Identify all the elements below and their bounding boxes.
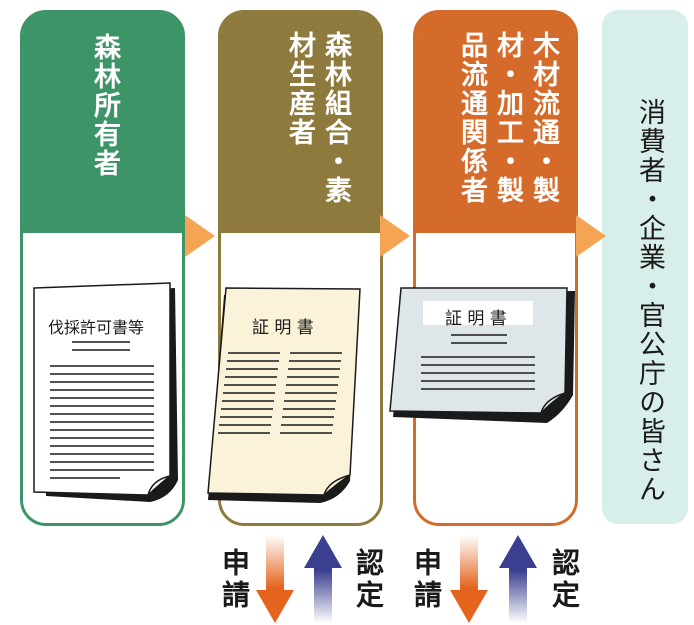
stage-consumer-label: 消費者・企業・官公庁の皆さん xyxy=(634,98,665,504)
certify-label-1: 認定 xyxy=(352,548,385,612)
certify-arrow-up-1 xyxy=(304,535,342,623)
certify-arrow-up-2 xyxy=(499,535,537,623)
flow-arrow-2 xyxy=(380,215,410,257)
certify-label-2: 認定 xyxy=(548,548,581,612)
stage-consumer: 消費者・企業・官公庁の皆さん xyxy=(602,10,688,524)
flow-arrow-1 xyxy=(185,215,215,257)
stage-distribution-label: 木材流通・製材・加工・製品流通関係者 xyxy=(456,31,559,205)
certificate-document-2-title: 証 明 書 xyxy=(445,309,507,329)
flow-arrow-3 xyxy=(576,215,606,257)
certificate-document-2: 証 明 書 xyxy=(385,285,585,435)
certificate-document-2-paper xyxy=(389,287,575,423)
stage-distribution: 木材流通・製材・加工・製品流通関係者 xyxy=(413,10,578,526)
certificate-document-1-paper xyxy=(207,287,361,503)
apply-label-2: 申請 xyxy=(410,548,443,612)
apply-arrow-down-1 xyxy=(256,535,294,623)
certificate-document-1-title: 証 明 書 xyxy=(252,318,314,338)
stage-producer-label: 森林組合・素材生産者 xyxy=(284,31,351,205)
stage-producer-header xyxy=(221,13,380,233)
permit-document-title: 伐採許可書等 xyxy=(48,318,145,337)
permit-document: 伐採許可書等 xyxy=(20,280,190,510)
stage-forest-owner-header xyxy=(23,13,182,233)
stage-distribution-header xyxy=(416,13,575,233)
certificate-document-1: 証 明 書 xyxy=(200,285,375,510)
stage-forest-owner-label: 森林所有者 xyxy=(89,33,120,178)
apply-arrow-down-2 xyxy=(450,535,488,623)
apply-label-1: 申請 xyxy=(218,548,251,612)
permit-document-paper xyxy=(33,282,178,502)
